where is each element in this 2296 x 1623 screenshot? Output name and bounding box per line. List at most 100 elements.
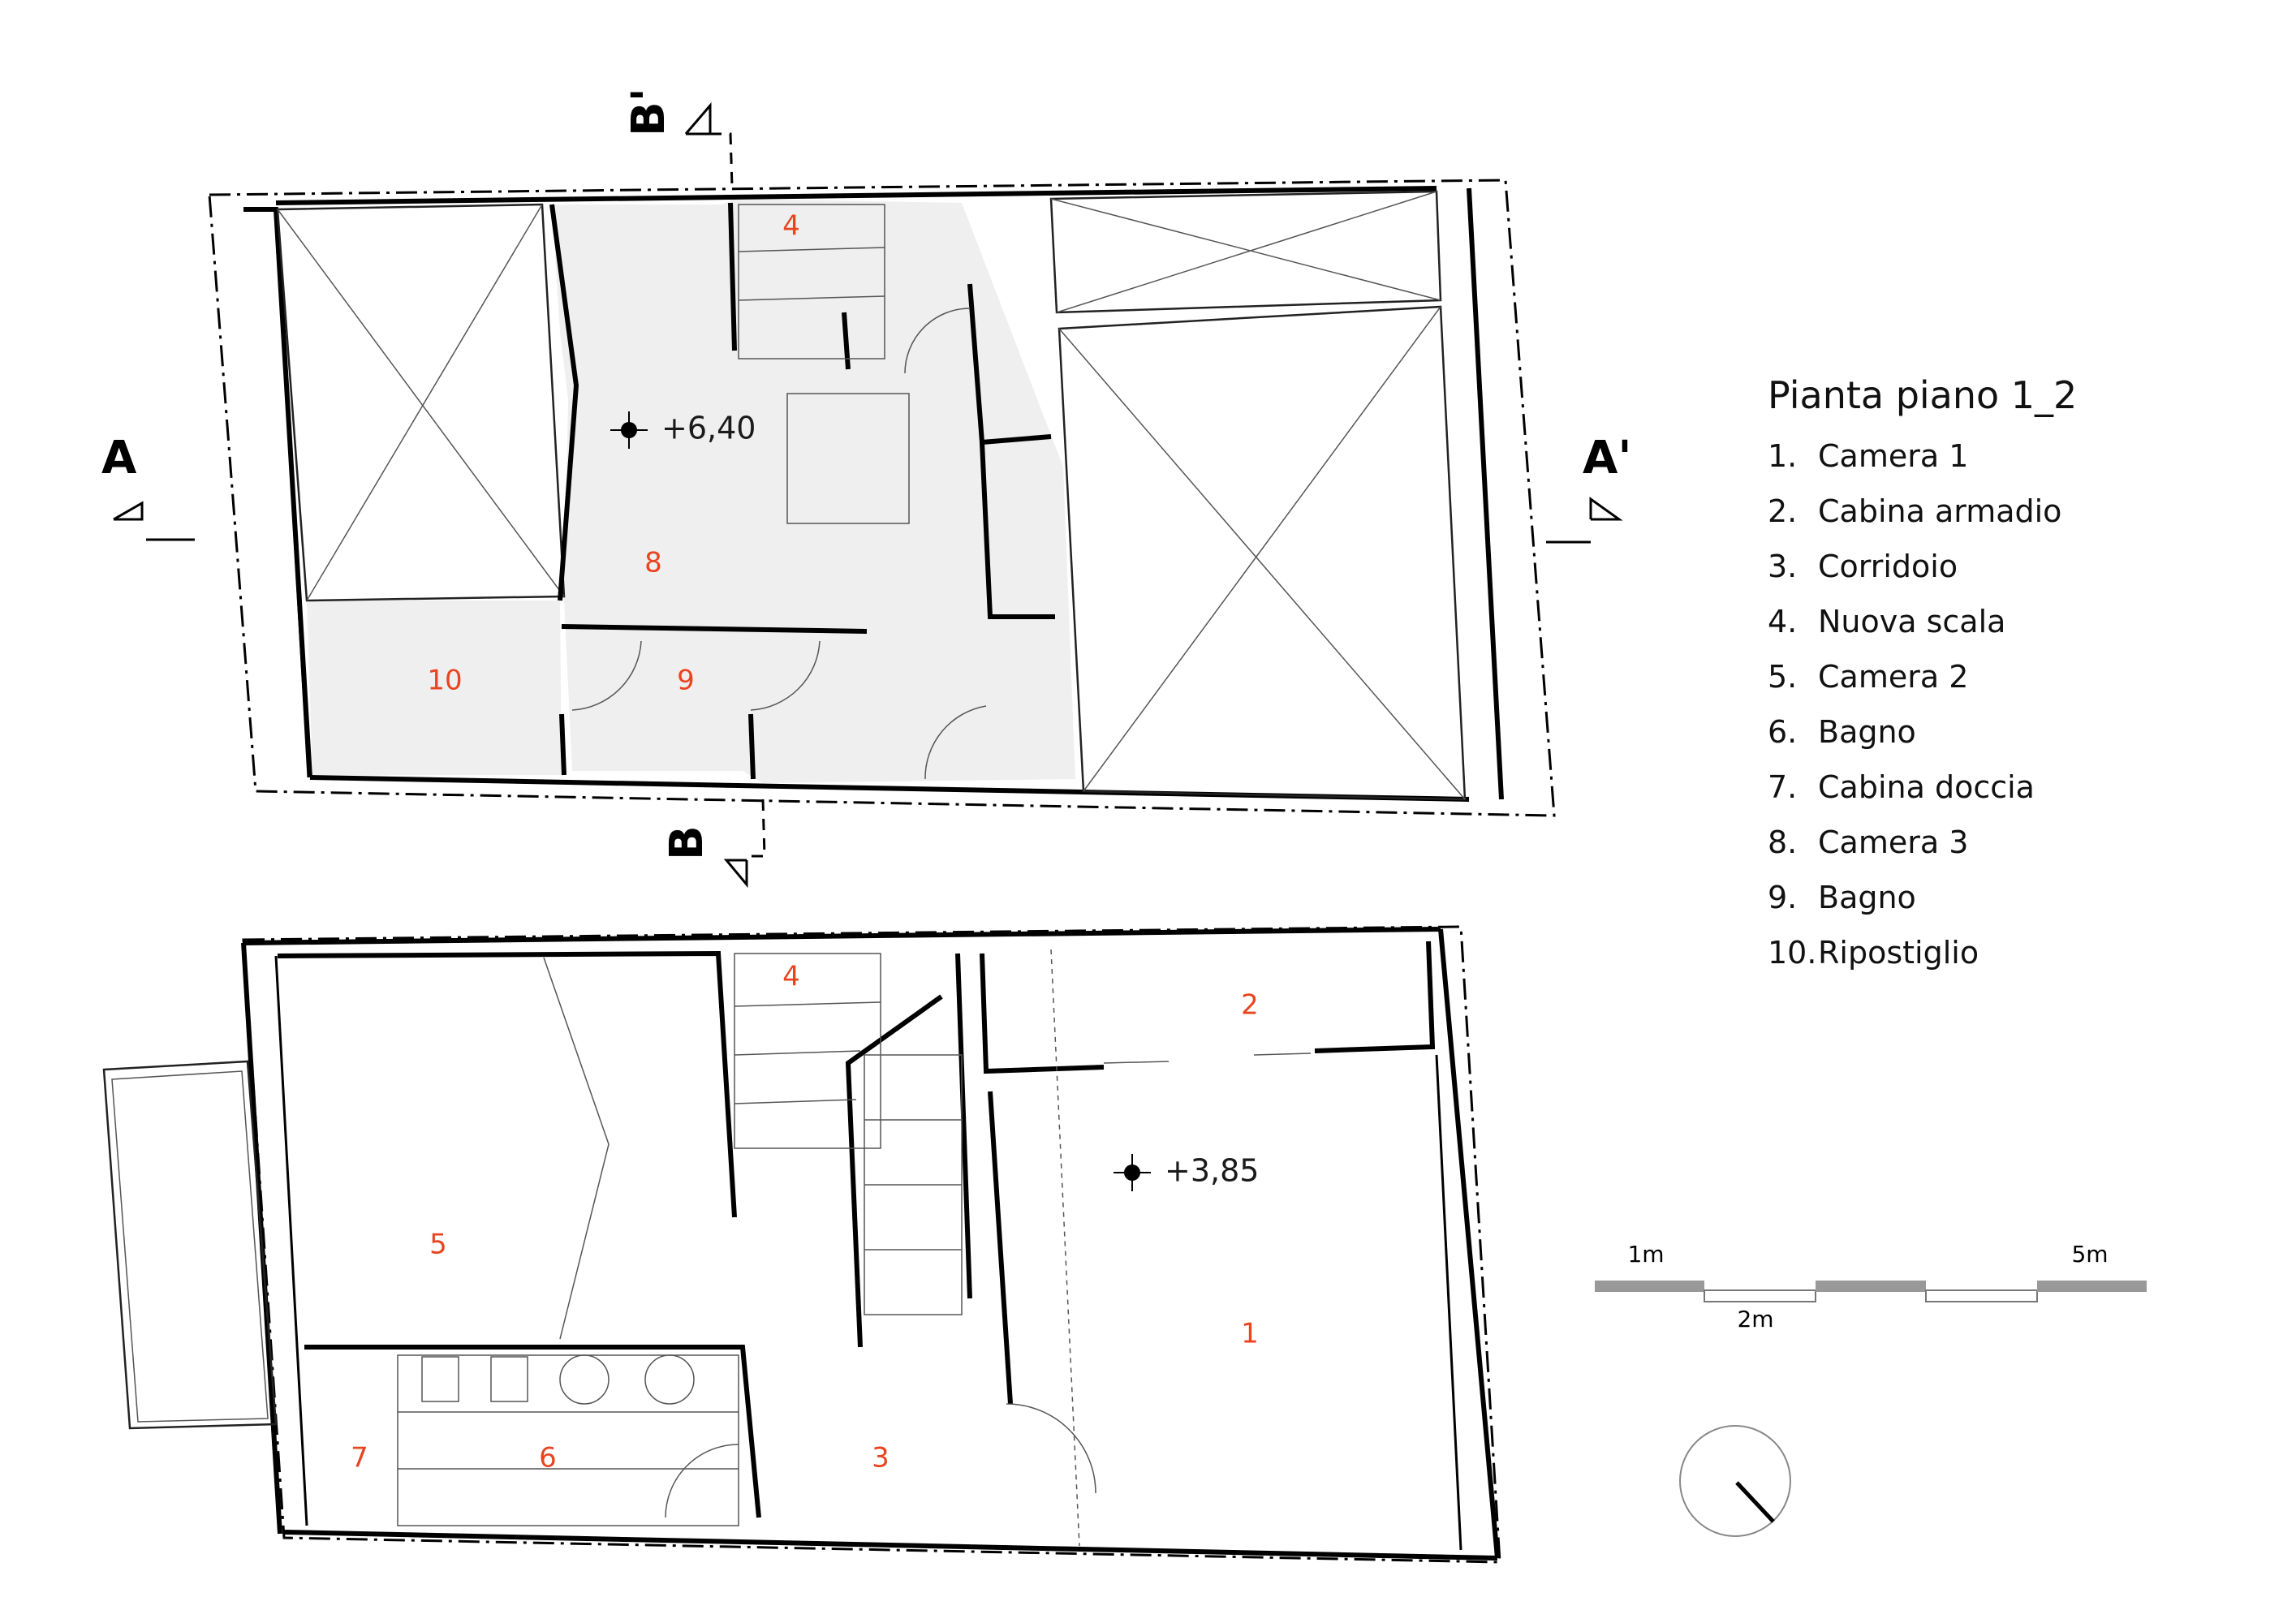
void-left-x1 bbox=[277, 209, 565, 597]
legend-item-num: 2. bbox=[1768, 493, 1798, 529]
upper-room-9: 9 bbox=[677, 665, 695, 697]
lower-partition-corr-b bbox=[988, 1091, 1013, 1405]
scale-label-1m: 1m bbox=[1627, 1241, 1664, 1268]
legend-item-label: Nuova scala bbox=[1818, 604, 2006, 639]
void-right-x1 bbox=[1058, 328, 1466, 800]
legend-item-label: Bagno bbox=[1818, 714, 1916, 750]
sink-right-icon bbox=[644, 1354, 695, 1405]
lower-wall-right bbox=[1438, 928, 1500, 1559]
legend-item-num: 6. bbox=[1768, 714, 1798, 750]
upper-rug bbox=[786, 393, 910, 524]
legend-item: 6. Bagno bbox=[1768, 704, 2077, 760]
lower-room-7: 7 bbox=[351, 1442, 368, 1474]
legend-item: 9.Bagno bbox=[1768, 870, 2077, 925]
north-arrow-icon bbox=[1679, 1425, 1791, 1537]
section-label-a-left: A bbox=[101, 432, 137, 484]
legend-item-num: 10. bbox=[1768, 935, 1817, 971]
lower-room-2: 2 bbox=[1241, 989, 1259, 1022]
legend-item-label: Corridoio bbox=[1818, 549, 1958, 584]
upper-partition-angled bbox=[549, 204, 579, 601]
legend-item-label: Camera 1 bbox=[1818, 438, 1969, 474]
section-label-b-bottom: B bbox=[661, 825, 713, 860]
upper-stair-box bbox=[738, 204, 885, 359]
legend-item: 3. Corridoio bbox=[1768, 539, 2077, 594]
scale-bar: 1m 2m 5m bbox=[1595, 1241, 2147, 1332]
north-arrow-needle bbox=[1735, 1481, 1775, 1523]
void-right-x2 bbox=[1083, 306, 1441, 792]
legend-item-num: 4. bbox=[1768, 604, 1798, 639]
legend-item-label: Cabina armadio bbox=[1818, 493, 2062, 529]
upper-elevation-marker: +6,40 bbox=[610, 411, 756, 449]
upper-room-10: 10 bbox=[427, 665, 462, 697]
legend-item: 2. Cabina armadio bbox=[1768, 484, 2077, 539]
legend-item: 10.Ripostiglio bbox=[1768, 925, 2077, 980]
lower-sliding-door-r bbox=[1253, 1053, 1312, 1056]
legend-item-num: 3. bbox=[1768, 549, 1798, 584]
bath-floor-tiles bbox=[397, 1354, 739, 1526]
shaded-area-camera-3 bbox=[552, 199, 1075, 783]
lower-balcony-inner bbox=[111, 1070, 269, 1423]
bidet-icon bbox=[490, 1356, 528, 1402]
legend-item: 4. Nuova scala bbox=[1768, 594, 2077, 649]
lower-stair-box bbox=[734, 953, 881, 1149]
lower-wall-left-inner bbox=[274, 955, 308, 1526]
section-b-bottom-line bbox=[751, 799, 766, 858]
legend-item-label: Ripostiglio bbox=[1818, 935, 1979, 971]
void-left-x2 bbox=[306, 204, 543, 601]
upper-outline-dashdot bbox=[208, 179, 1556, 817]
scale-label-2m: 2m bbox=[1737, 1306, 1773, 1332]
lower-partition-stair-b bbox=[955, 953, 972, 1299]
lower-partition-bath-top bbox=[304, 1345, 761, 1518]
legend-item-num: 7. bbox=[1768, 769, 1798, 805]
lower-partition-wardrobe bbox=[1314, 941, 1436, 1053]
lower-dotted-line bbox=[1050, 949, 1080, 1547]
sink-left-icon bbox=[559, 1354, 610, 1405]
legend-item-label: Bagno bbox=[1818, 880, 1916, 915]
void-right bbox=[1058, 305, 1467, 801]
lower-elevation-marker: +3,85 bbox=[1114, 1153, 1259, 1191]
upper-stair-line bbox=[738, 247, 885, 252]
lower-stair-tread2 bbox=[734, 1050, 861, 1056]
upper-partition-low bbox=[559, 713, 566, 776]
upper-partition-mid bbox=[561, 624, 868, 634]
lower-balcony bbox=[102, 1060, 278, 1430]
upper-wall-top bbox=[275, 186, 1437, 205]
upper-wall-left bbox=[243, 207, 312, 778]
upper-elevation-text: +6,40 bbox=[661, 411, 756, 446]
legend-list: 1.Camera 1 2.Cabina armadio 3.Corridoio … bbox=[1768, 428, 2077, 980]
legend-item-label: Cabina doccia bbox=[1818, 769, 2035, 805]
scale-seg-4 bbox=[1925, 1289, 2038, 1302]
section-a-left-flag bbox=[113, 501, 144, 521]
upper-wall-left-inner bbox=[274, 209, 310, 778]
upper-room-4: 4 bbox=[782, 210, 800, 243]
lower-room-3: 3 bbox=[872, 1442, 890, 1474]
legend-item-num: 1. bbox=[1768, 438, 1798, 474]
lower-room-5: 5 bbox=[429, 1229, 447, 1261]
lower-sliding-door-l bbox=[1103, 1061, 1170, 1064]
legend-item: 1. Camera 1 bbox=[1768, 428, 2077, 484]
section-b-top-line bbox=[710, 132, 734, 187]
upper-room-8: 8 bbox=[644, 547, 662, 579]
scale-seg-3 bbox=[1816, 1281, 1926, 1292]
lower-wall-top bbox=[243, 927, 1441, 945]
lower-door-arc-corr bbox=[1006, 1403, 1096, 1494]
shaded-area-ripostiglio bbox=[307, 601, 562, 775]
legend: Pianta piano 1_2 1. Camera 1 2. Cabina arm… bbox=[1768, 373, 2077, 980]
lower-partition-room5 bbox=[277, 950, 737, 1218]
upper-floor-plan: +6,40 4 8 9 10 bbox=[113, 101, 1623, 889]
legend-item-label: Camera 2 bbox=[1818, 659, 1969, 695]
scale-seg-2 bbox=[1704, 1289, 1816, 1302]
lower-door-arc-bath bbox=[665, 1444, 739, 1518]
legend-title: Pianta piano 1_2 bbox=[1768, 373, 2078, 417]
legend-item-label: Camera 3 bbox=[1818, 824, 1969, 860]
upper-partition-stair bbox=[728, 202, 737, 351]
scale-seg-1 bbox=[1595, 1281, 1704, 1292]
legend-item: 5. Camera 2 bbox=[1768, 649, 2077, 704]
lower-stair-tread3 bbox=[734, 1099, 857, 1104]
upper-door-arc-top bbox=[904, 308, 971, 374]
upper-door-arc-bath bbox=[750, 640, 821, 711]
upper-door-arc-bot bbox=[924, 705, 987, 780]
legend-item-num: 5. bbox=[1768, 659, 1798, 695]
lower-partition-corr bbox=[980, 953, 1105, 1074]
lower-room-1: 1 bbox=[1241, 1318, 1259, 1350]
